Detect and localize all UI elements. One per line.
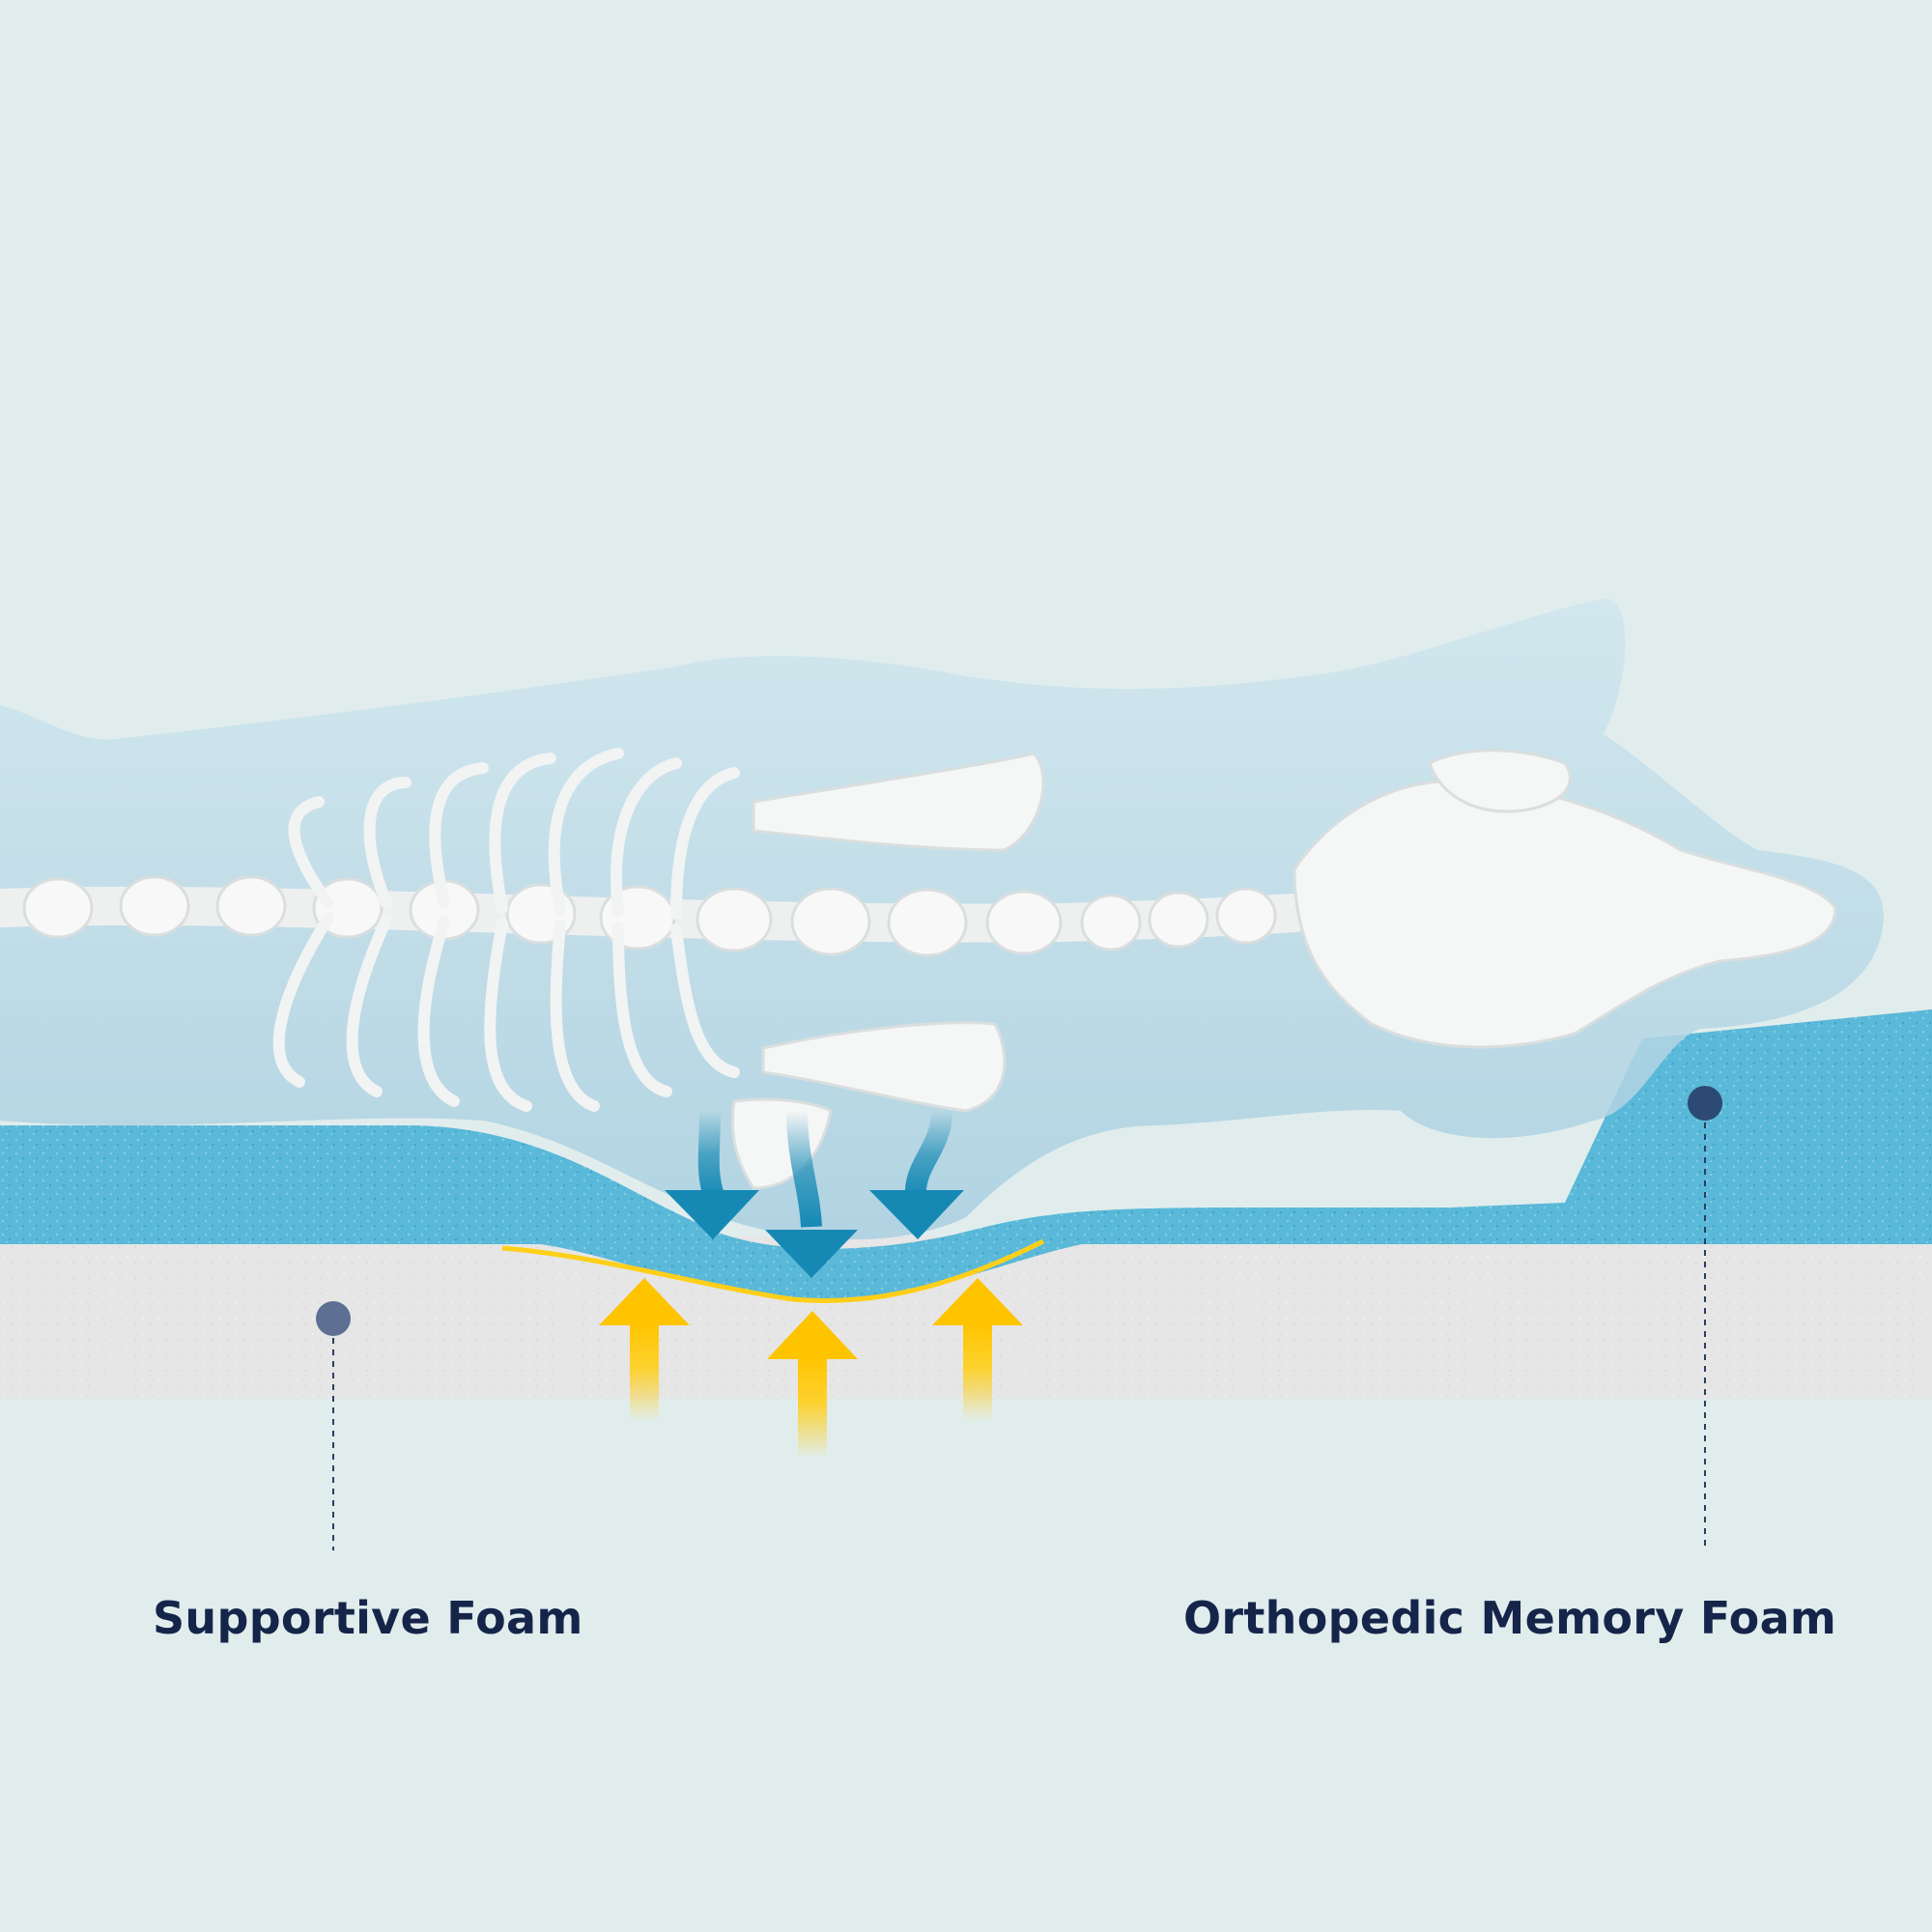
marker-dot	[316, 1301, 351, 1336]
memory-foam-label: Orthopedic Memory Foam	[1183, 1592, 1837, 1644]
arrow-down-icon	[765, 1110, 858, 1278]
callout-supportive-foam	[316, 1301, 351, 1550]
arrow-up-icon	[599, 1278, 690, 1422]
memory-foam-layer	[0, 1009, 1932, 1299]
arrow-down-icon	[665, 1110, 759, 1239]
arrow-up-icon	[932, 1278, 1023, 1422]
dog-skeleton-illustration	[0, 748, 1837, 1190]
support-contour-line	[501, 1238, 1045, 1303]
supportive-foam-label: Supportive Foam	[153, 1592, 583, 1644]
arrow-up-icon	[767, 1311, 858, 1459]
support-arrows	[599, 1278, 1023, 1459]
callout-memory-foam	[1688, 1086, 1722, 1550]
arrow-down-icon	[869, 1110, 964, 1239]
marker-dot	[1688, 1086, 1722, 1121]
pressure-arrows	[665, 1110, 964, 1278]
